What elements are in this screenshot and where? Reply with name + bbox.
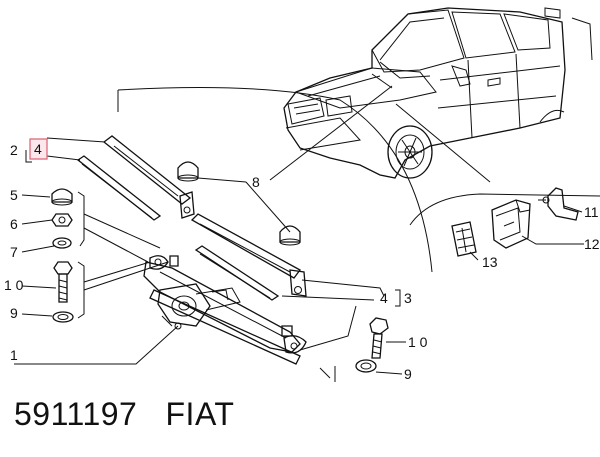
callout-7: 7 bbox=[10, 244, 18, 260]
hardware-left bbox=[51, 188, 74, 323]
connector-part-13 bbox=[451, 221, 477, 257]
leader-lines bbox=[14, 137, 584, 375]
part-caption: 5911197 FIAT bbox=[14, 396, 234, 433]
hardware-right bbox=[355, 317, 389, 373]
callout-9-left: 9 bbox=[10, 305, 18, 321]
callout-10-right: 1 0 bbox=[408, 334, 428, 350]
callout-8: 8 bbox=[252, 174, 260, 190]
callout-11: 11 bbox=[584, 204, 599, 220]
callout-9-right: 9 bbox=[404, 366, 412, 382]
callout-1: 1 bbox=[10, 347, 18, 363]
callout-4-mid: 4 bbox=[380, 290, 388, 306]
callout-13: 13 bbox=[482, 254, 498, 270]
clip-part-11 bbox=[538, 187, 579, 221]
highlight-box bbox=[29, 138, 48, 160]
callout-10-left: 1 0 bbox=[4, 277, 24, 293]
nut-cap-upper bbox=[177, 161, 199, 182]
wiper-arm-left bbox=[76, 135, 195, 221]
wiper-linkage bbox=[143, 255, 307, 365]
wiper-arm-right bbox=[190, 213, 307, 301]
callout-2: 2 bbox=[10, 142, 18, 158]
callout-5: 5 bbox=[10, 187, 18, 203]
callout-4-top: 4 bbox=[34, 141, 42, 157]
callout-labels: 2 4 5 6 7 1 0 9 1 8 4 3 1 0 9 11 12 13 bbox=[4, 141, 600, 382]
callout-3: 3 bbox=[404, 290, 412, 306]
car-illustration bbox=[283, 7, 593, 179]
part-number: 5911197 bbox=[14, 396, 138, 432]
brand-name: FIAT bbox=[165, 396, 235, 432]
section-outline bbox=[117, 85, 600, 382]
nut-cap-lower bbox=[279, 225, 301, 246]
bracket-part-12 bbox=[491, 199, 531, 249]
callout-6: 6 bbox=[10, 216, 18, 232]
callout-12: 12 bbox=[584, 236, 600, 252]
